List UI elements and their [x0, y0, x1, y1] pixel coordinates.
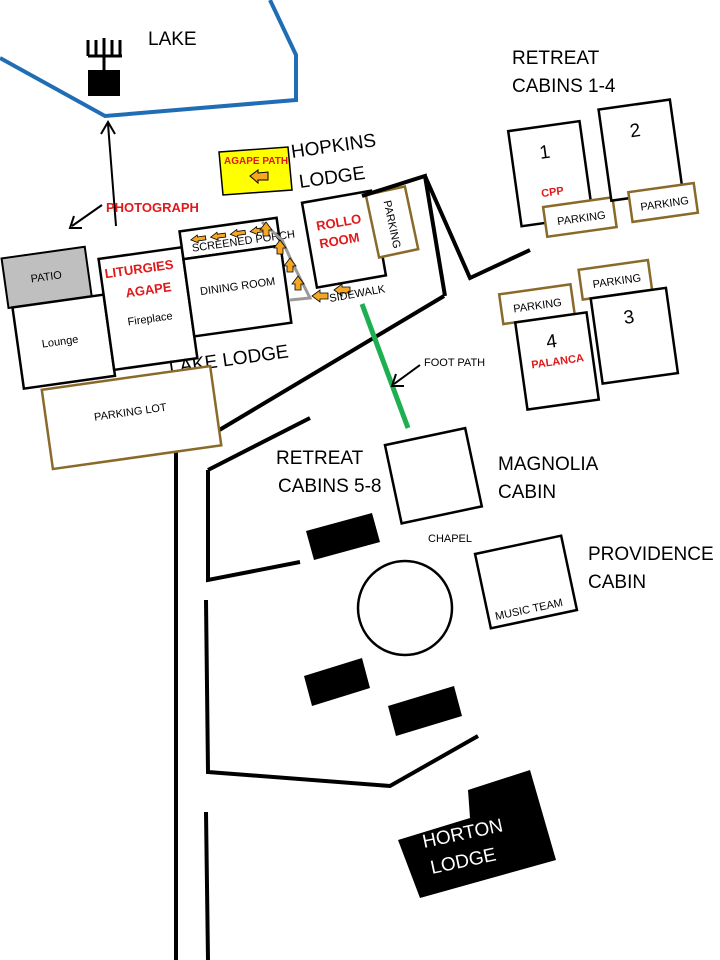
chapel-label: CHAPEL [428, 533, 472, 545]
hopkins-lodge-label-2: LODGE [298, 163, 367, 193]
agape-path-sign: AGAPE PATH [218, 146, 293, 196]
magnolia-cabin-label: MAGNOLIA [498, 454, 599, 475]
patio-label: PATIO [30, 269, 63, 285]
foot-path-arrow-icon [390, 364, 421, 387]
retreat-cabins-5-8-label-2: CABINS 5-8 [278, 476, 381, 497]
providence-cabin-label: PROVIDENCE [588, 544, 714, 565]
chapel-circle [356, 559, 454, 657]
lake-label: LAKE [148, 29, 197, 50]
cabin-3-number: 3 [622, 307, 635, 329]
lounge-label: Lounge [41, 334, 79, 351]
dock-icon [86, 38, 122, 96]
retreat-cabins-5-8-label: RETREAT [276, 448, 364, 469]
hopkins-parking [364, 185, 420, 259]
hopkins-lodge-label: HOPKINS [290, 130, 378, 163]
magnolia-cabin-label-2: CABIN [498, 482, 556, 503]
svg-text:AGAPE PATH: AGAPE PATH [224, 156, 288, 167]
cabin-2-parking [626, 181, 700, 224]
agape-label: AGAPE [125, 279, 173, 300]
cabin-4-number: 4 [545, 331, 559, 353]
roads [174, 173, 531, 960]
cabin-3 [589, 286, 680, 386]
providence-cabin-label-2: CABIN [588, 572, 646, 593]
photo-arrow-icon [100, 120, 117, 227]
magnolia-cabin [383, 426, 484, 525]
horton-lodge [398, 770, 556, 898]
photograph-label: PHOTOGRAPH [106, 200, 199, 215]
patio-arrow-icon [68, 204, 103, 229]
cabin-1-number: 1 [538, 142, 551, 164]
sidewalk-label: SIDEWALK [328, 283, 386, 305]
lake-shoreline [0, 0, 298, 119]
providence-cabin [473, 534, 579, 630]
dining-room [182, 244, 293, 338]
retreat-cabins-1-4-label-2: CABINS 1-4 [512, 76, 616, 97]
parking-lot [40, 364, 223, 471]
foot-path-label: FOOT PATH [424, 357, 485, 369]
agape-route-path [259, 220, 351, 303]
sign-arrow-icon [249, 169, 269, 185]
cabin-1-parking [541, 195, 619, 239]
foot-path [359, 303, 411, 429]
rollo-room-label-2: ROOM [318, 230, 360, 252]
retreat-cabins-1-4-label: RETREAT [512, 48, 600, 69]
cabin-4 [513, 310, 601, 411]
cpp-label: CPP [540, 185, 564, 200]
cabin-2-number: 2 [629, 120, 642, 142]
retreat-cabins-5-8-blocks [304, 513, 462, 736]
